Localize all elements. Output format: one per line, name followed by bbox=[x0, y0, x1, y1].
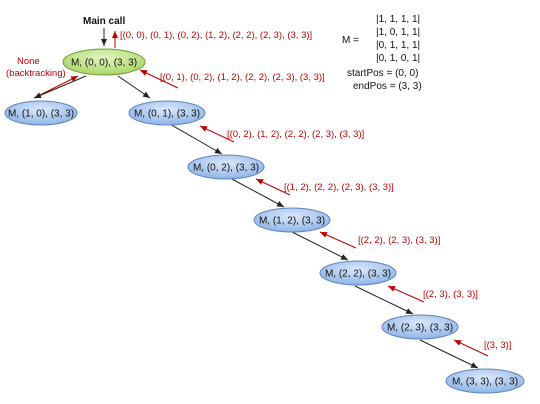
node-0-1-label: M, (0, 1), (3, 3) bbox=[134, 109, 200, 120]
node-2-2: M, (2, 2), (3, 3) bbox=[319, 260, 397, 286]
call-arrow-n02-n12 bbox=[229, 177, 285, 208]
start-pos-label: startPos = (0, 0) bbox=[347, 68, 418, 79]
return-arrow-backtrack bbox=[37, 75, 79, 97]
return-arrow-n02 bbox=[199, 125, 235, 143]
call-arrow-n00-n01 bbox=[117, 75, 151, 99]
node-2-3: M, (2, 3), (3, 3) bbox=[381, 314, 459, 340]
backtrack-note-line2: (backtracking) bbox=[6, 68, 66, 79]
return-value-n23: [(2, 3), (3, 3)] bbox=[423, 289, 478, 300]
node-0-0-label: M, (0, 0), (3, 3) bbox=[71, 58, 137, 69]
matrix-row-3: |0, 1, 0, 1| bbox=[376, 53, 420, 64]
node-2-3-label: M, (2, 3), (3, 3) bbox=[387, 323, 453, 334]
backtrack-note-line1: None bbox=[17, 56, 40, 67]
return-arrow-n12 bbox=[255, 178, 291, 196]
node-0-2-label: M, (0, 2), (3, 3) bbox=[193, 163, 259, 174]
main-call-label: Main call bbox=[83, 16, 125, 27]
node-0-2: M, (0, 2), (3, 3) bbox=[187, 154, 265, 180]
call-arrow-n00-n10 bbox=[33, 75, 87, 99]
return-value-n12: [(1, 2), (2, 2), (2, 3), (3, 3)] bbox=[284, 182, 394, 193]
return-value-n02: [(0, 2), (1, 2), (2, 2), (2, 3), (3, 3)] bbox=[227, 129, 364, 140]
node-0-1: M, (0, 1), (3, 3) bbox=[128, 100, 206, 126]
node-3-3: M, (3, 3), (3, 3) bbox=[445, 368, 525, 394]
matrix-row-2: |0, 1, 1, 1| bbox=[376, 40, 420, 51]
return-arrow-n22 bbox=[319, 231, 357, 249]
end-pos-label: endPos = (3, 3) bbox=[353, 81, 422, 92]
node-1-0-label: M, (1, 0), (3, 3) bbox=[8, 109, 74, 120]
matrix-row-1: |1, 0, 1, 1| bbox=[376, 27, 420, 38]
node-1-2: M, (1, 2), (3, 3) bbox=[253, 207, 331, 233]
node-1-0: M, (1, 0), (3, 3) bbox=[4, 100, 78, 126]
node-0-0: M, (0, 0), (3, 3) bbox=[62, 48, 146, 76]
return-value-root: [(0, 0), (0, 1), (0, 2), (1, 2), (2, 2),… bbox=[120, 30, 312, 41]
return-arrow-n33 bbox=[453, 339, 489, 357]
node-3-3-label: M, (3, 3), (3, 3) bbox=[452, 377, 518, 388]
node-2-2-label: M, (2, 2), (3, 3) bbox=[325, 269, 391, 280]
call-arrow-n22-n23 bbox=[354, 285, 414, 315]
node-1-2-label: M, (1, 2), (3, 3) bbox=[259, 216, 325, 227]
return-value-n33: [(3, 3)] bbox=[484, 340, 511, 351]
call-arrow-n23-n33 bbox=[419, 339, 479, 369]
matrix-row-0: |1, 1, 1, 1| bbox=[376, 14, 420, 25]
return-arrow-n23 bbox=[387, 285, 425, 303]
return-value-n22: [(2, 2), (2, 3), (3, 3)] bbox=[358, 235, 440, 246]
matrix-label: M = bbox=[342, 35, 359, 46]
call-arrow-n01-n02 bbox=[167, 122, 223, 155]
call-arrow-n12-n22 bbox=[291, 231, 349, 261]
return-arrow-n01 bbox=[139, 69, 179, 89]
return-value-n01: [(0, 1), (0, 2), (1, 2), (2, 2), (2, 3),… bbox=[160, 72, 325, 83]
